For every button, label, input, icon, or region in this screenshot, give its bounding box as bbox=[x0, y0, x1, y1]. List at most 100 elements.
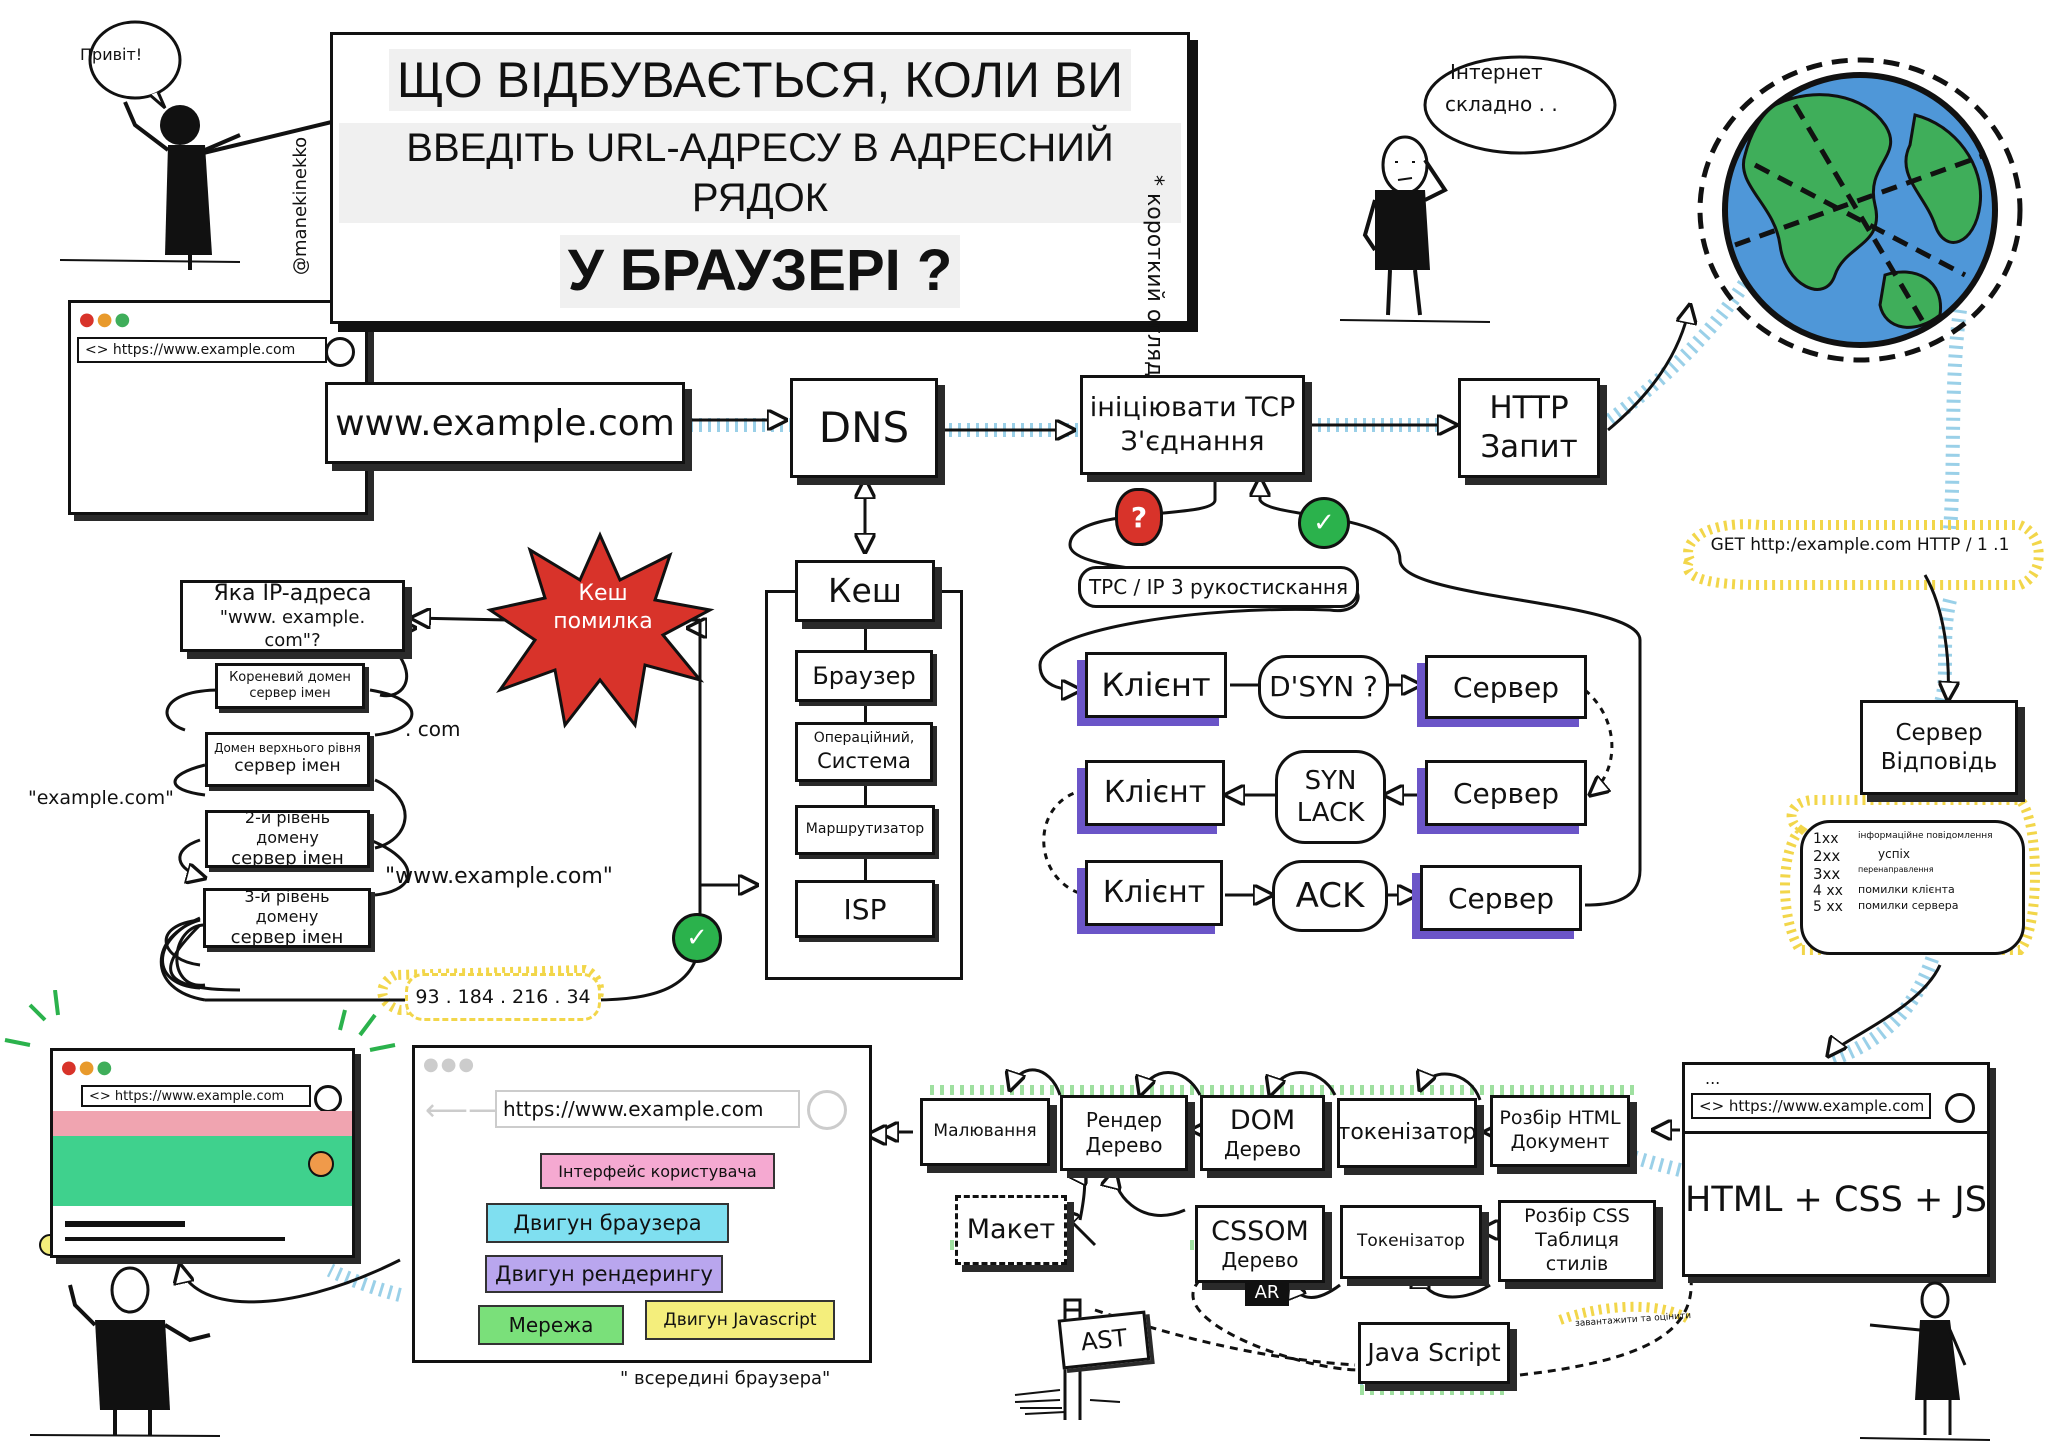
speech-internet-1: Інтернет bbox=[1450, 60, 1543, 84]
status-code: 3xx bbox=[1813, 865, 1841, 883]
figure-happy bbox=[4, 990, 396, 1437]
second-level-1: 2-й рівень домену bbox=[244, 807, 331, 847]
synack-1: SYN bbox=[1304, 765, 1357, 796]
side-note: * короткий огляд bbox=[1142, 175, 1167, 377]
status-desc: помилки клієнта bbox=[1858, 883, 1955, 896]
sun-icon bbox=[308, 1151, 334, 1177]
client-synack: Клієнт bbox=[1085, 760, 1225, 826]
rendering-engine-layer: Двигун рендерингу bbox=[485, 1255, 723, 1293]
response-content: HTML + CSS + JS bbox=[1685, 1180, 1987, 1220]
network-layer: Мережа bbox=[478, 1305, 624, 1345]
dns-success-check-icon: ✓ bbox=[672, 913, 722, 963]
window-dots-icon: ●●● bbox=[61, 1057, 115, 1078]
server-synack: Сервер bbox=[1425, 760, 1587, 826]
divider bbox=[1685, 1131, 1987, 1134]
response-browser: ... <> https://www.example.com HTML + CS… bbox=[1682, 1062, 1990, 1277]
dns-box: DNS bbox=[790, 378, 938, 478]
parse-html-1: Розбір HTML bbox=[1499, 1107, 1621, 1130]
layout-box: Макет bbox=[955, 1195, 1067, 1265]
figure-thinking bbox=[1339, 55, 1617, 323]
status-row-4xx: 4 xx помилки клієнта bbox=[1813, 883, 2012, 899]
title-line-1: ЩО ВІДБУВАЄТЬСЯ, КОЛИ ВИ bbox=[388, 48, 1132, 111]
status-code: 4 xx bbox=[1813, 883, 1843, 899]
parse-html-2: Документ bbox=[1510, 1131, 1610, 1153]
final-browser-window: ●●● <> https://www.example.com bbox=[50, 1048, 355, 1258]
www-example-label: "www.example.com" bbox=[385, 864, 613, 889]
cache-router: Маршрутизатор bbox=[795, 805, 935, 855]
client-syn: Клієнт bbox=[1085, 652, 1227, 718]
status-desc: помилки сервера bbox=[1858, 899, 1959, 912]
tokenizer-box: токенізатор bbox=[1337, 1098, 1477, 1168]
window-dots-icon: ●●● bbox=[79, 309, 133, 330]
ack-label: ACK bbox=[1272, 860, 1388, 932]
client-ack: Клієнт bbox=[1085, 860, 1223, 926]
render-tree-2: Дерево bbox=[1085, 1133, 1163, 1157]
ar-label: AR bbox=[1245, 1280, 1289, 1306]
handshake-label: TPC / IP 3 рукостискання bbox=[1078, 566, 1359, 608]
js-engine-layer: Двигун Javascript bbox=[645, 1300, 835, 1340]
title-line-3: У БРАУЗЕРІ ? bbox=[559, 235, 961, 308]
load-eval-label: завантажити та оцінити bbox=[1574, 1310, 1692, 1330]
second-level-2: сервер імен bbox=[231, 847, 344, 869]
cache-os: Операційний,Система bbox=[795, 722, 933, 782]
response-dots: ... bbox=[1705, 1069, 1721, 1088]
root-ns-2: сервер імен bbox=[249, 686, 331, 701]
http-line-2: Запит bbox=[1480, 429, 1578, 465]
profile-icon bbox=[325, 337, 355, 367]
response-address-bar[interactable]: <> https://www.example.com bbox=[1691, 1093, 1931, 1119]
javascript-box: Java Script bbox=[1358, 1322, 1510, 1384]
parse-css-2: Таблиця стилів bbox=[1535, 1229, 1619, 1275]
third-level-2: сервер імен bbox=[230, 926, 344, 948]
inside-address-bar[interactable]: https://www.example.com bbox=[495, 1090, 800, 1128]
dom-2: Дерево bbox=[1224, 1137, 1301, 1162]
paint-box: Малювання bbox=[920, 1098, 1050, 1166]
example-com-label: "example.com" bbox=[28, 787, 174, 809]
profile-icon bbox=[807, 1090, 847, 1130]
speech-hello: Привіт! bbox=[80, 45, 143, 64]
server-ack: Сервер bbox=[1420, 865, 1582, 931]
globe-icon bbox=[1697, 57, 2023, 363]
tld-ns-1: Домен верхнього рівня bbox=[214, 741, 361, 756]
top-browser-window: ●●● <> https://www.example.com bbox=[68, 300, 368, 515]
cache-miss-label: Кеш помилка bbox=[538, 580, 668, 635]
url-box: www.example.com bbox=[325, 382, 685, 464]
cache-title: Кеш bbox=[795, 560, 935, 622]
top-address-bar[interactable]: <> https://www.example.com bbox=[77, 337, 327, 363]
status-desc: успіх bbox=[1878, 847, 1910, 861]
tld-ns-2: сервер імен bbox=[234, 756, 341, 777]
third-level-1: 3-й рівень домену bbox=[244, 886, 330, 926]
speech-internet-2: складно . . bbox=[1445, 92, 1558, 116]
cache-browser: Браузер bbox=[795, 650, 933, 702]
figure-waving-top bbox=[59, 20, 241, 270]
profile-icon bbox=[314, 1085, 342, 1113]
cache-os-1: Операційний, bbox=[813, 730, 915, 747]
server-response-2: Відповідь bbox=[1880, 748, 1998, 775]
cssom-2: Дерево bbox=[1221, 1248, 1299, 1273]
final-address-bar[interactable]: <> https://www.example.com bbox=[81, 1085, 311, 1107]
handshake-check-icon: ✓ bbox=[1298, 497, 1350, 549]
ip-question-box: Яка IP-адреса"www. example. com"? bbox=[180, 580, 405, 652]
com-label: . com bbox=[405, 717, 461, 741]
css-tokenizer-box: Токенізатор bbox=[1340, 1205, 1482, 1279]
cache-isp: ISP bbox=[795, 880, 935, 938]
cache-miss-burst-icon bbox=[486, 531, 715, 729]
text-line bbox=[65, 1237, 285, 1241]
cssom-1: CSSOM bbox=[1211, 1215, 1309, 1247]
status-desc: перенаправлення bbox=[1858, 865, 1934, 874]
window-dots-icon: ●●● bbox=[423, 1054, 477, 1075]
handshake-question-icon: ? bbox=[1115, 488, 1163, 546]
